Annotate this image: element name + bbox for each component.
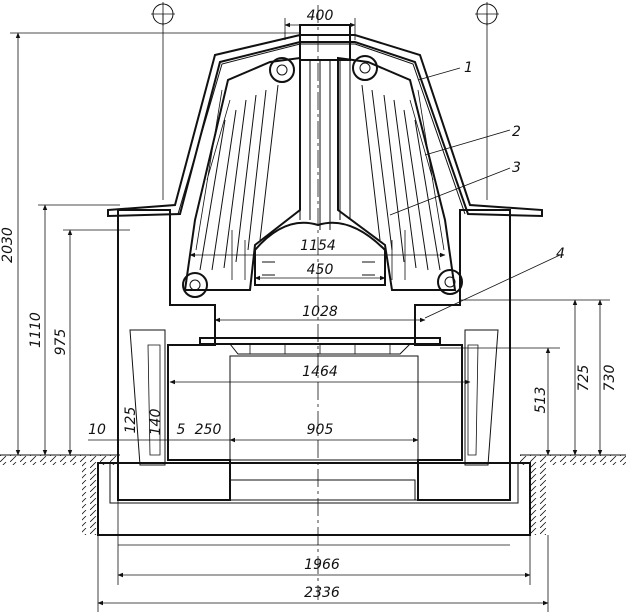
header-nipple-top-left xyxy=(269,57,295,83)
brick-setting xyxy=(117,209,511,501)
ash-pit xyxy=(229,355,419,461)
dim-1154: 1154 xyxy=(300,238,336,254)
callout-4: 4 xyxy=(556,246,565,262)
dim-125: 125 xyxy=(123,407,139,434)
dim-730: 730 xyxy=(602,365,618,392)
boiler-section-right xyxy=(337,56,457,291)
callout-leaders xyxy=(389,67,561,319)
dim-513: 513 xyxy=(533,387,549,414)
dim-5: 5 xyxy=(177,422,186,438)
header-nipple-bottom-left xyxy=(182,272,208,298)
dimension-lines xyxy=(10,18,610,612)
dim-1028: 1028 xyxy=(302,304,338,320)
dim-2030: 2030 xyxy=(0,227,16,263)
dim-725: 725 xyxy=(576,365,592,392)
header-nipple-bottom-right xyxy=(437,269,463,295)
dim-250: 250 xyxy=(195,422,222,438)
callout-1: 1 xyxy=(464,60,473,76)
ground-surface xyxy=(0,454,626,535)
dim-140: 140 xyxy=(148,409,164,436)
dim-10: 10 xyxy=(88,422,106,438)
dim-905: 905 xyxy=(307,422,334,438)
callout-3: 3 xyxy=(512,160,521,176)
dim-400: 400 xyxy=(307,8,334,24)
dim-975: 975 xyxy=(53,329,69,356)
dim-450: 450 xyxy=(307,262,334,278)
callout-2: 2 xyxy=(512,124,521,140)
dim-2336: 2336 xyxy=(304,585,340,601)
dim-1110: 1110 xyxy=(28,312,44,348)
outer-casing xyxy=(107,34,543,218)
dim-1966: 1966 xyxy=(304,557,340,573)
header-nipple-top-right xyxy=(352,55,378,81)
fire-grate xyxy=(199,337,441,355)
dim-1464: 1464 xyxy=(302,364,338,380)
